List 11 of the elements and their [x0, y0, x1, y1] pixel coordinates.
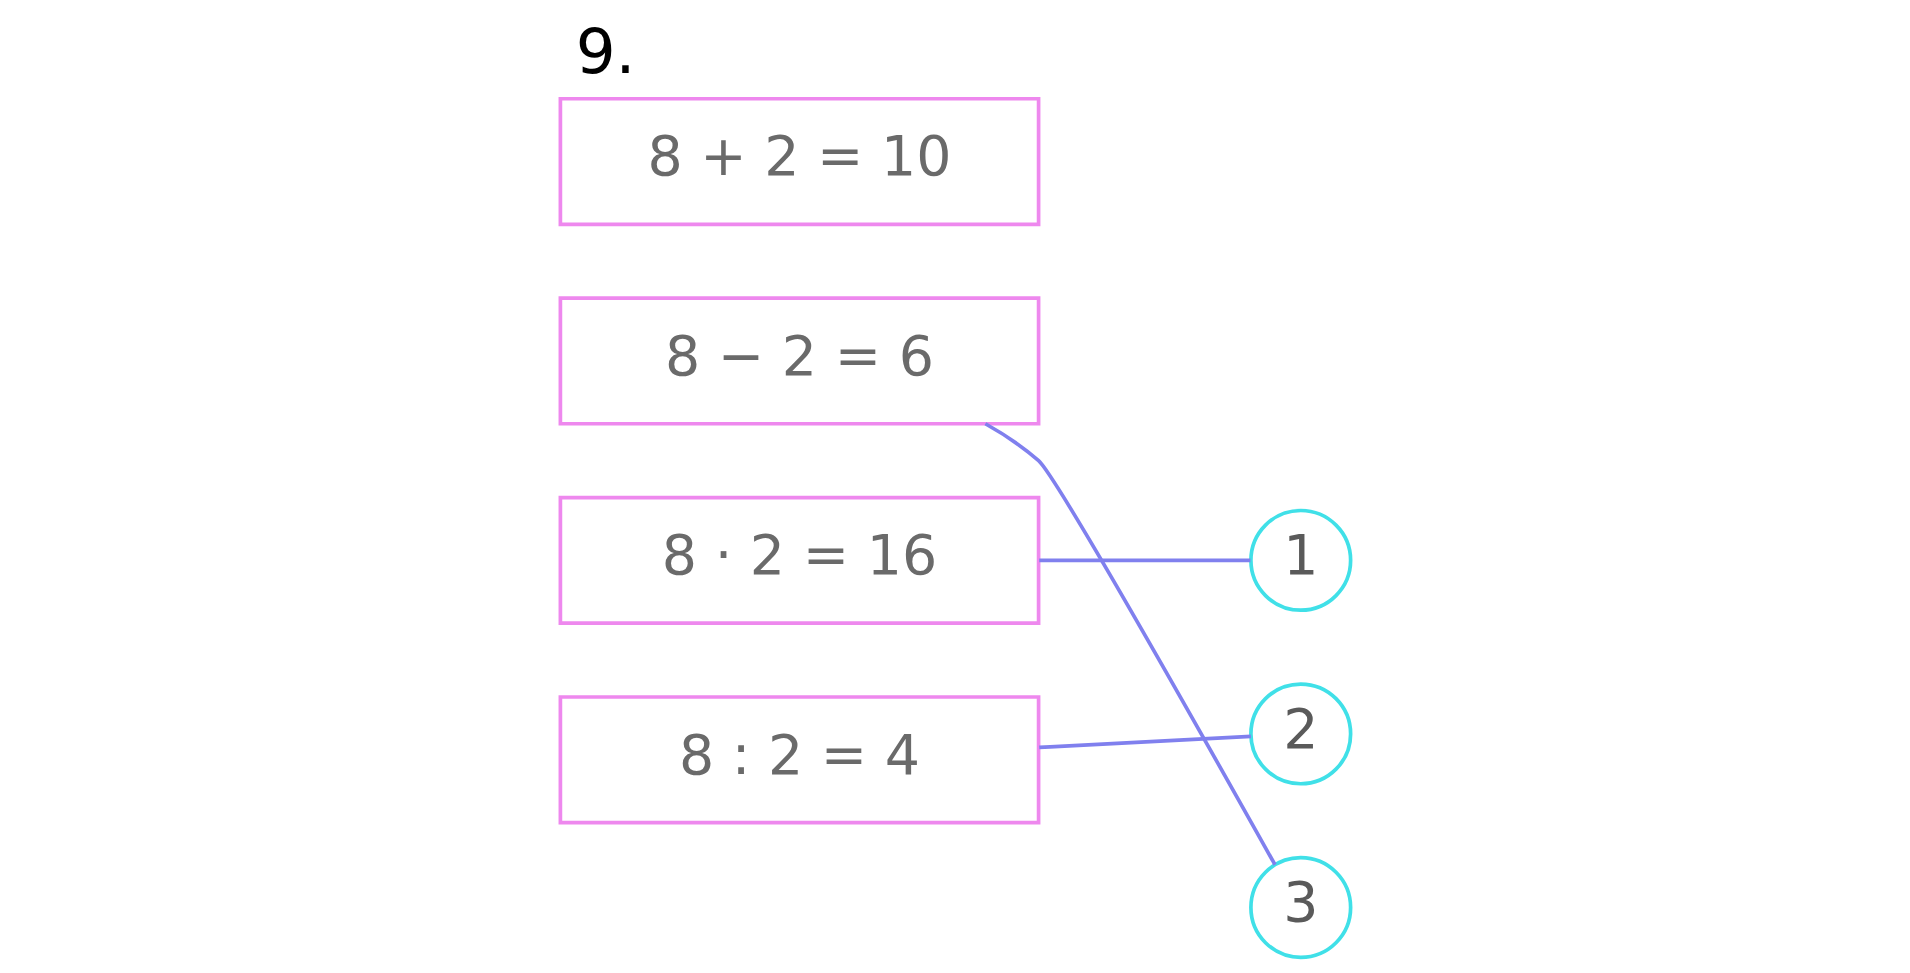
node-box: 8 + 2 = 10: [558, 96, 1040, 227]
node-circle: 2: [1248, 682, 1352, 786]
node-circle: 1: [1248, 508, 1352, 613]
node-circle: 3: [1248, 855, 1352, 960]
node-box: 8 · 2 = 16: [558, 495, 1040, 625]
connector: [983, 422, 1277, 866]
connector: [1038, 734, 1251, 750]
node-box: 8 − 2 = 6: [558, 296, 1040, 426]
node-box: 8 : 2 = 4: [558, 695, 1040, 825]
connector: [1038, 558, 1250, 563]
diagram-title: 9.: [575, 15, 636, 89]
